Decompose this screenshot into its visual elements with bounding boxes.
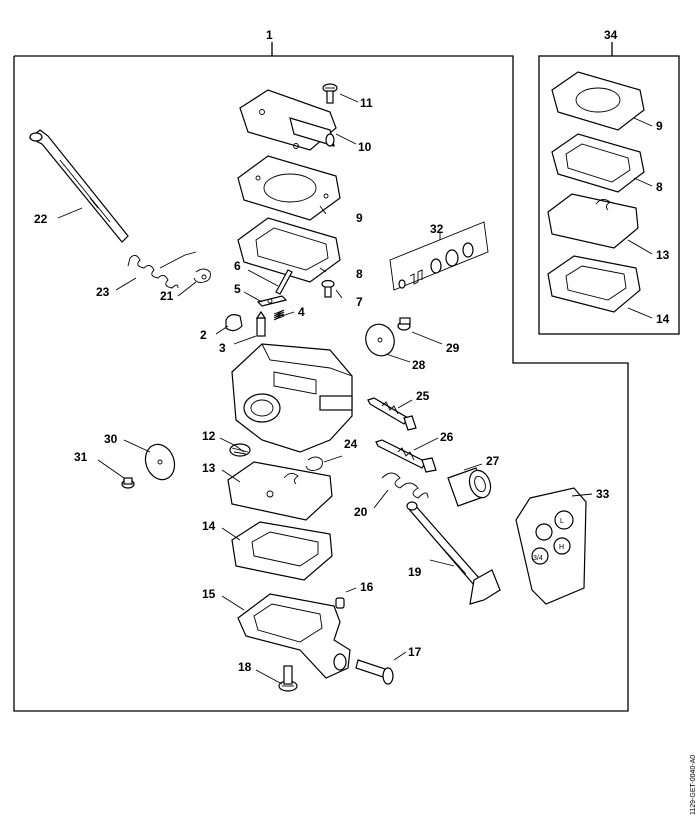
callout-17: 17 (408, 645, 422, 659)
callout-2: 2 (200, 328, 207, 342)
clip-part (193, 268, 211, 283)
callout-26: 26 (440, 430, 454, 444)
e-clip-part (305, 456, 323, 471)
callout-19: 19 (408, 565, 422, 579)
throttle-shaft-part (28, 129, 129, 243)
shutter-screw-part (397, 317, 411, 331)
adjusting-spring-part (381, 472, 429, 499)
callout-18: 18 (238, 660, 252, 674)
callout-29: 29 (446, 341, 460, 355)
callout-16: 16 (360, 580, 374, 594)
callout-1: 1 (266, 28, 273, 42)
choke-shutter-part (365, 323, 395, 357)
drain-screw-part (355, 659, 394, 685)
kit-gasket-part (551, 133, 645, 193)
leader-lines (57, 93, 653, 685)
end-cover-part (237, 593, 351, 679)
adjusting-screw-high-part (367, 397, 417, 431)
screw-part (322, 83, 338, 104)
callout-kit-8: 8 (656, 180, 663, 194)
cover-label-fraction: 3/4 (533, 555, 543, 562)
callout-21: 21 (160, 289, 174, 303)
callout-5: 5 (234, 282, 241, 296)
pump-cover-part (239, 89, 337, 151)
pin-part (275, 269, 293, 295)
inlet-needle-part (255, 310, 267, 337)
repair-set-part (389, 221, 489, 291)
callout-kit-14: 14 (656, 312, 670, 326)
callout-32: 32 (430, 222, 444, 236)
cover-label-h: H (559, 544, 564, 551)
end-cover-screw-part (278, 665, 298, 692)
shutter-screw-lower-part (121, 477, 135, 489)
plug-part (225, 314, 243, 332)
callout-24: 24 (344, 437, 358, 451)
cover-label-l: L (560, 518, 564, 525)
adjustment-cover-part: H L 3/4 (515, 487, 587, 605)
adjusting-screw-low-part (375, 439, 437, 473)
callout-10: 10 (358, 140, 372, 154)
callout-13: 13 (202, 461, 216, 475)
pump-diaphragm-part (237, 155, 341, 221)
callout-34: 34 (604, 28, 618, 42)
callout-15: 15 (202, 587, 216, 601)
callout-9: 9 (356, 211, 363, 225)
callout-numbers: 1 2 3 4 5 6 7 8 9 10 11 12 13 14 15 16 1… (34, 28, 670, 674)
carburetor-body-part (231, 343, 353, 453)
diaphragm-screw-part (321, 279, 335, 298)
callout-14: 14 (202, 519, 216, 533)
metering-gasket-part (231, 521, 333, 581)
callout-27: 27 (486, 454, 500, 468)
callout-4: 4 (298, 305, 305, 319)
fuel-screen-part (229, 443, 251, 457)
callout-kit-13: 13 (656, 248, 670, 262)
kit-metering-diaphragm-part (547, 193, 639, 249)
spring-part (127, 251, 197, 289)
kit-diaphragm-part (551, 71, 645, 131)
callout-22: 22 (34, 212, 48, 226)
choke-shaft-part (406, 501, 501, 605)
callout-23: 23 (96, 285, 110, 299)
kit-frame (538, 42, 680, 335)
callout-11: 11 (360, 96, 373, 110)
callout-28: 28 (412, 358, 426, 372)
callout-33: 33 (596, 487, 610, 501)
callout-6: 6 (234, 259, 241, 273)
callout-20: 20 (354, 505, 368, 519)
callout-31: 31 (74, 450, 88, 464)
callout-12: 12 (202, 429, 216, 443)
assembly-frame (13, 42, 629, 712)
limiter-cap-part (447, 467, 492, 507)
callout-30: 30 (104, 432, 118, 446)
gasket-part (237, 217, 341, 283)
throttle-shutter-part (144, 443, 176, 481)
valve-part (335, 597, 345, 609)
callout-25: 25 (416, 389, 430, 403)
callout-kit-9: 9 (656, 119, 663, 133)
reference-code: 1129-GET-0040-A0 (690, 755, 697, 815)
kit-metering-gasket-part (547, 255, 641, 313)
inlet-lever-part (256, 295, 288, 307)
callout-3: 3 (219, 341, 226, 355)
small-spring-part (273, 309, 285, 321)
metering-diaphragm-part (227, 461, 333, 521)
callout-8: 8 (356, 267, 363, 281)
callout-7: 7 (356, 295, 363, 309)
